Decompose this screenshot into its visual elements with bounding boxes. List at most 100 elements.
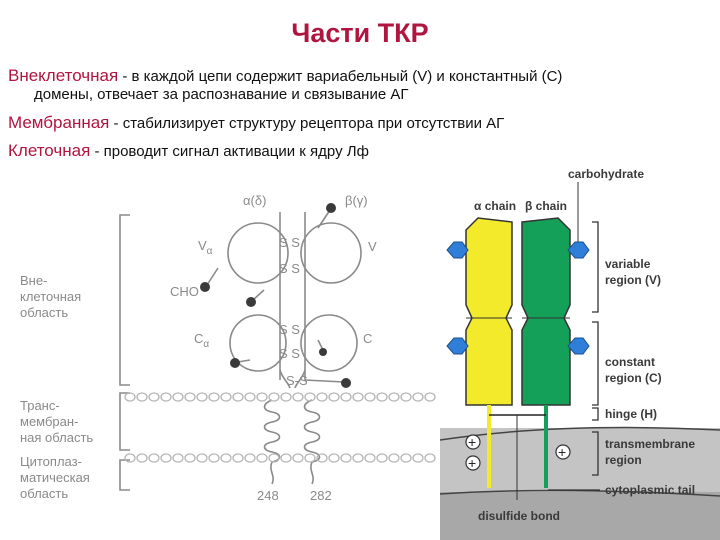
plus-sign: +: [468, 455, 476, 471]
lipid-head: [364, 453, 376, 463]
lipid-head: [172, 392, 184, 402]
part-extracellular: Внеклеточная - в каждой цепи содержит ва…: [8, 66, 562, 86]
region-label-transmembrane: Транс- мембран- ная область: [20, 398, 93, 445]
lipid-head: [376, 392, 388, 402]
part-desc: - проводит сигнал активации к ядру Лф: [90, 143, 369, 160]
carbohydrate-dot: [200, 282, 210, 292]
bracket-hinge: [592, 407, 599, 421]
carbohydrate-hexagon: [567, 337, 590, 355]
v-beta-domain: [300, 222, 362, 284]
plus-charge: [465, 455, 481, 471]
lipid-head: [148, 392, 160, 402]
part-term: Внеклеточная: [8, 66, 119, 85]
part-term: Мембранная: [8, 113, 110, 132]
plus-charge: [465, 434, 481, 450]
left-diagram: [119, 209, 362, 491]
part-term: Клеточная: [8, 141, 91, 160]
lipid-head: [424, 392, 436, 402]
lipid-head: [160, 453, 172, 463]
lipid-head: [160, 392, 172, 402]
beta-chain-title: β chain: [525, 199, 567, 213]
lipid-head: [304, 392, 316, 402]
c-beta-domain: [300, 314, 358, 372]
carbohydrate-hexagon: [446, 241, 469, 259]
lipid-head: [184, 392, 196, 402]
lipid-head: [412, 392, 424, 402]
v-alpha-label: Vα: [198, 238, 213, 257]
plus-charge: [555, 444, 571, 460]
part-membrane: Мембранная - стабилизирует структуру рец…: [8, 113, 504, 133]
membrane-bilayer-band: [440, 428, 720, 492]
lipid-head: [232, 453, 244, 463]
c-beta-label: C: [363, 331, 372, 346]
plus-sign: +: [468, 434, 476, 450]
beta-tail: [310, 461, 314, 485]
page-title: Части ТКР: [291, 18, 429, 48]
lipid-head: [328, 453, 340, 463]
cho-label: CHO: [170, 284, 199, 299]
v-alpha-domain: [227, 222, 289, 284]
lipid-head: [280, 453, 292, 463]
lipid-head: [196, 392, 208, 402]
lipid-head: [244, 453, 256, 463]
lipid-head: [388, 453, 400, 463]
lipid-head: [208, 453, 220, 463]
carbohydrate-label: carbohydrate: [568, 167, 644, 181]
beta-chain-shape: [521, 217, 571, 406]
bracket-transmembrane: [592, 431, 599, 476]
carbohydrate-dot: [246, 297, 256, 307]
residue-beta: 282: [310, 488, 332, 503]
bracket-extracellular: [119, 214, 130, 386]
alpha-tail: [270, 461, 274, 485]
lipid-head: [184, 453, 196, 463]
alpha-chain-shape: [465, 217, 513, 406]
beta-tm-coil: [303, 399, 321, 463]
carbohydrate-hexagon: [446, 337, 469, 355]
lipid-head: [364, 392, 376, 402]
lipid-head: [304, 453, 316, 463]
lipid-head: [292, 453, 304, 463]
beta-stalk: [294, 369, 306, 389]
alpha-stalk: [279, 369, 291, 389]
plus-sign: +: [558, 444, 566, 460]
c-alpha-domain: [229, 314, 287, 372]
part-desc: - в каждой цепи содержит вариабельный (V…: [118, 68, 563, 85]
lipid-head: [244, 392, 256, 402]
transmembrane-label: transmembrane region: [605, 437, 698, 467]
alpha-tm-coil: [263, 399, 281, 463]
lipid-head: [136, 453, 148, 463]
lipid-head: [268, 453, 280, 463]
carbohydrate-dot: [319, 348, 327, 356]
lipid-head: [316, 392, 328, 402]
residue-alpha: 248: [257, 488, 279, 503]
part-desc: - стабилизирует структуру рецептора при …: [109, 115, 505, 132]
lipid-head: [196, 453, 208, 463]
right-brackets: [548, 221, 600, 491]
bracket-constant: [592, 321, 599, 406]
cho-dots: [200, 203, 351, 388]
lipid-head: [376, 453, 388, 463]
ss-bond-label: S S: [279, 322, 300, 337]
left-region-labels: Вне- клеточная область Транс- мембран- н…: [20, 273, 93, 501]
cho-stalk: [304, 379, 345, 383]
lipid-head: [340, 392, 352, 402]
v-beta-label: V: [368, 239, 377, 254]
beta-chain-label: β(γ): [345, 193, 368, 208]
cho-stalk: [237, 359, 251, 363]
cytoplasmic-tail-label: cytoplasmic tail: [605, 483, 695, 497]
lipid-head: [124, 392, 136, 402]
bracket-cytoplasmic: [119, 459, 130, 491]
variable-region-label: variable region (V): [605, 257, 661, 287]
lipid-head: [400, 453, 412, 463]
lipid-head: [400, 392, 412, 402]
cho-stalk: [206, 267, 219, 286]
cho-stalk: [317, 209, 331, 229]
carbohydrate-dot: [326, 203, 336, 213]
bracket-variable: [592, 221, 599, 313]
lipid-head: [268, 392, 280, 402]
carbohydrate-dot: [341, 378, 351, 388]
lipid-head: [292, 392, 304, 402]
carbohydrate-dot: [230, 358, 240, 368]
bracket-transmembrane: [119, 392, 130, 451]
part-cytoplasmic: Клеточная - проводит сигнал активации к …: [8, 141, 369, 161]
